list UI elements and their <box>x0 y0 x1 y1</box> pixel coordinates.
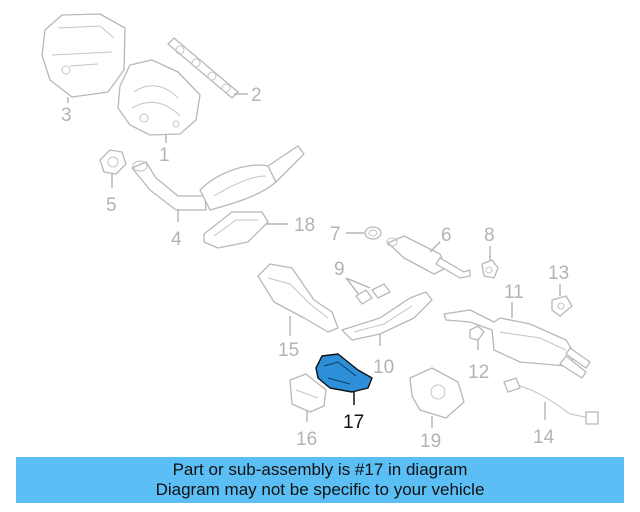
part-19-shield[interactable] <box>409 367 465 419</box>
callout-17: 17 <box>343 412 364 433</box>
part-10-heat-shield[interactable] <box>341 291 433 341</box>
part-15-tunnel-shield[interactable] <box>257 263 339 333</box>
callout-12: 12 <box>468 362 489 383</box>
part-6-center-muffler[interactable] <box>386 235 471 279</box>
part-12-clamp[interactable] <box>469 325 485 341</box>
part-2-manifold-gasket[interactable] <box>167 37 239 99</box>
banner-line-2: Diagram may not be specific to your vehi… <box>155 480 485 499</box>
leader-6 <box>429 241 441 253</box>
part-18-heat-shield[interactable] <box>203 211 269 249</box>
part-4-front-pipe-converter[interactable] <box>131 145 305 211</box>
banner-line-1: Part or sub-assembly is #17 in diagram <box>172 460 468 479</box>
callout-13: 13 <box>548 263 569 284</box>
part-9-brackets[interactable] <box>355 283 391 305</box>
callout-14: 14 <box>533 427 555 448</box>
part-16-bracket[interactable] <box>289 373 327 413</box>
part-5-flange-gasket[interactable] <box>99 149 127 175</box>
leader-9 <box>345 277 371 297</box>
callout-4: 4 <box>171 229 182 250</box>
info-banner: Part or sub-assembly is #17 in diagram D… <box>16 457 624 503</box>
part-3-engine-cover[interactable] <box>41 13 126 98</box>
part-1-exhaust-manifold[interactable] <box>117 59 201 136</box>
callout-2: 2 <box>251 85 262 106</box>
part-11-rear-muffler[interactable] <box>443 309 591 379</box>
part-13-hanger[interactable] <box>551 295 573 317</box>
callout-8: 8 <box>484 225 495 246</box>
callout-16: 16 <box>296 429 317 450</box>
part-7-clamp[interactable] <box>364 226 382 240</box>
callout-19: 19 <box>420 431 441 452</box>
callout-10: 10 <box>373 357 394 378</box>
callout-7: 7 <box>330 224 341 245</box>
part-17-heat-shield-highlighted[interactable] <box>315 353 373 393</box>
callout-1: 1 <box>159 145 170 166</box>
callout-6: 6 <box>441 225 452 246</box>
callout-3: 3 <box>61 105 72 126</box>
callout-15: 15 <box>278 340 299 361</box>
callout-9: 9 <box>334 259 345 280</box>
exhaust-parts-diagram: 3 2 1 5 4 18 7 <box>41 13 599 452</box>
callout-11: 11 <box>504 282 524 303</box>
callout-18: 18 <box>294 215 315 236</box>
part-8-hanger[interactable] <box>481 259 499 279</box>
callout-5: 5 <box>106 195 117 216</box>
part-14-oxygen-sensor[interactable] <box>503 377 599 425</box>
